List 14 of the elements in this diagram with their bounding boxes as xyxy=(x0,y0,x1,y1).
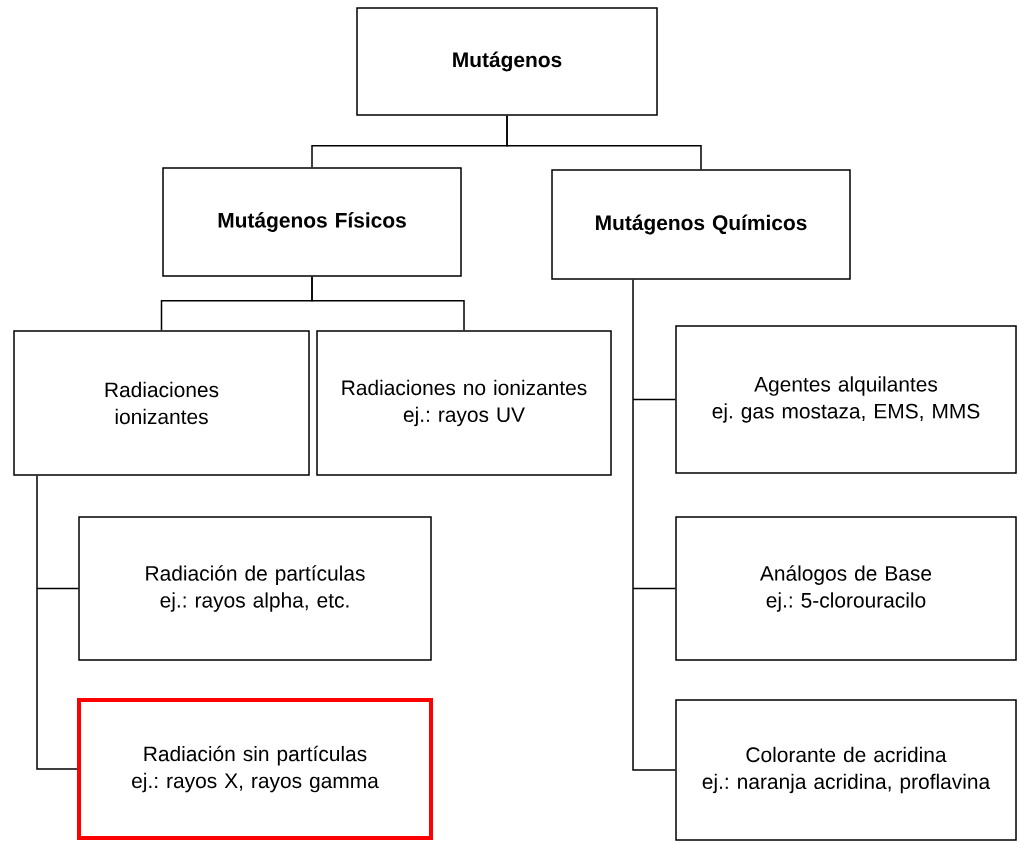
connector-line xyxy=(311,276,465,331)
category-box: Radiaciones no ionizantes ej.: rayos UV xyxy=(316,330,612,476)
category-box: Radiación de partículas ej.: rayos alpha, etc. xyxy=(78,516,432,661)
category-box: Mutágenos Químicos xyxy=(551,169,851,280)
category-box: Radiaciones ionizantes xyxy=(13,330,310,476)
connector-line xyxy=(36,475,79,770)
category-box: Análogos de Base ej.: 5-clorouracilo xyxy=(675,516,1017,661)
category-box: Agentes alquilantes ej. gas mostaza, EMS, MMS xyxy=(675,325,1017,474)
category-box: Colorante de acridina ej.: naranja acridina, proflavina xyxy=(675,699,1017,841)
category-box: Radiación sin partículas ej.: rayos X, rayos gamma xyxy=(77,698,433,840)
category-box: Mutágenos xyxy=(356,7,658,116)
connector-line xyxy=(506,115,702,170)
category-box: Mutágenos Físicos xyxy=(162,167,462,277)
connector-line xyxy=(632,279,676,771)
